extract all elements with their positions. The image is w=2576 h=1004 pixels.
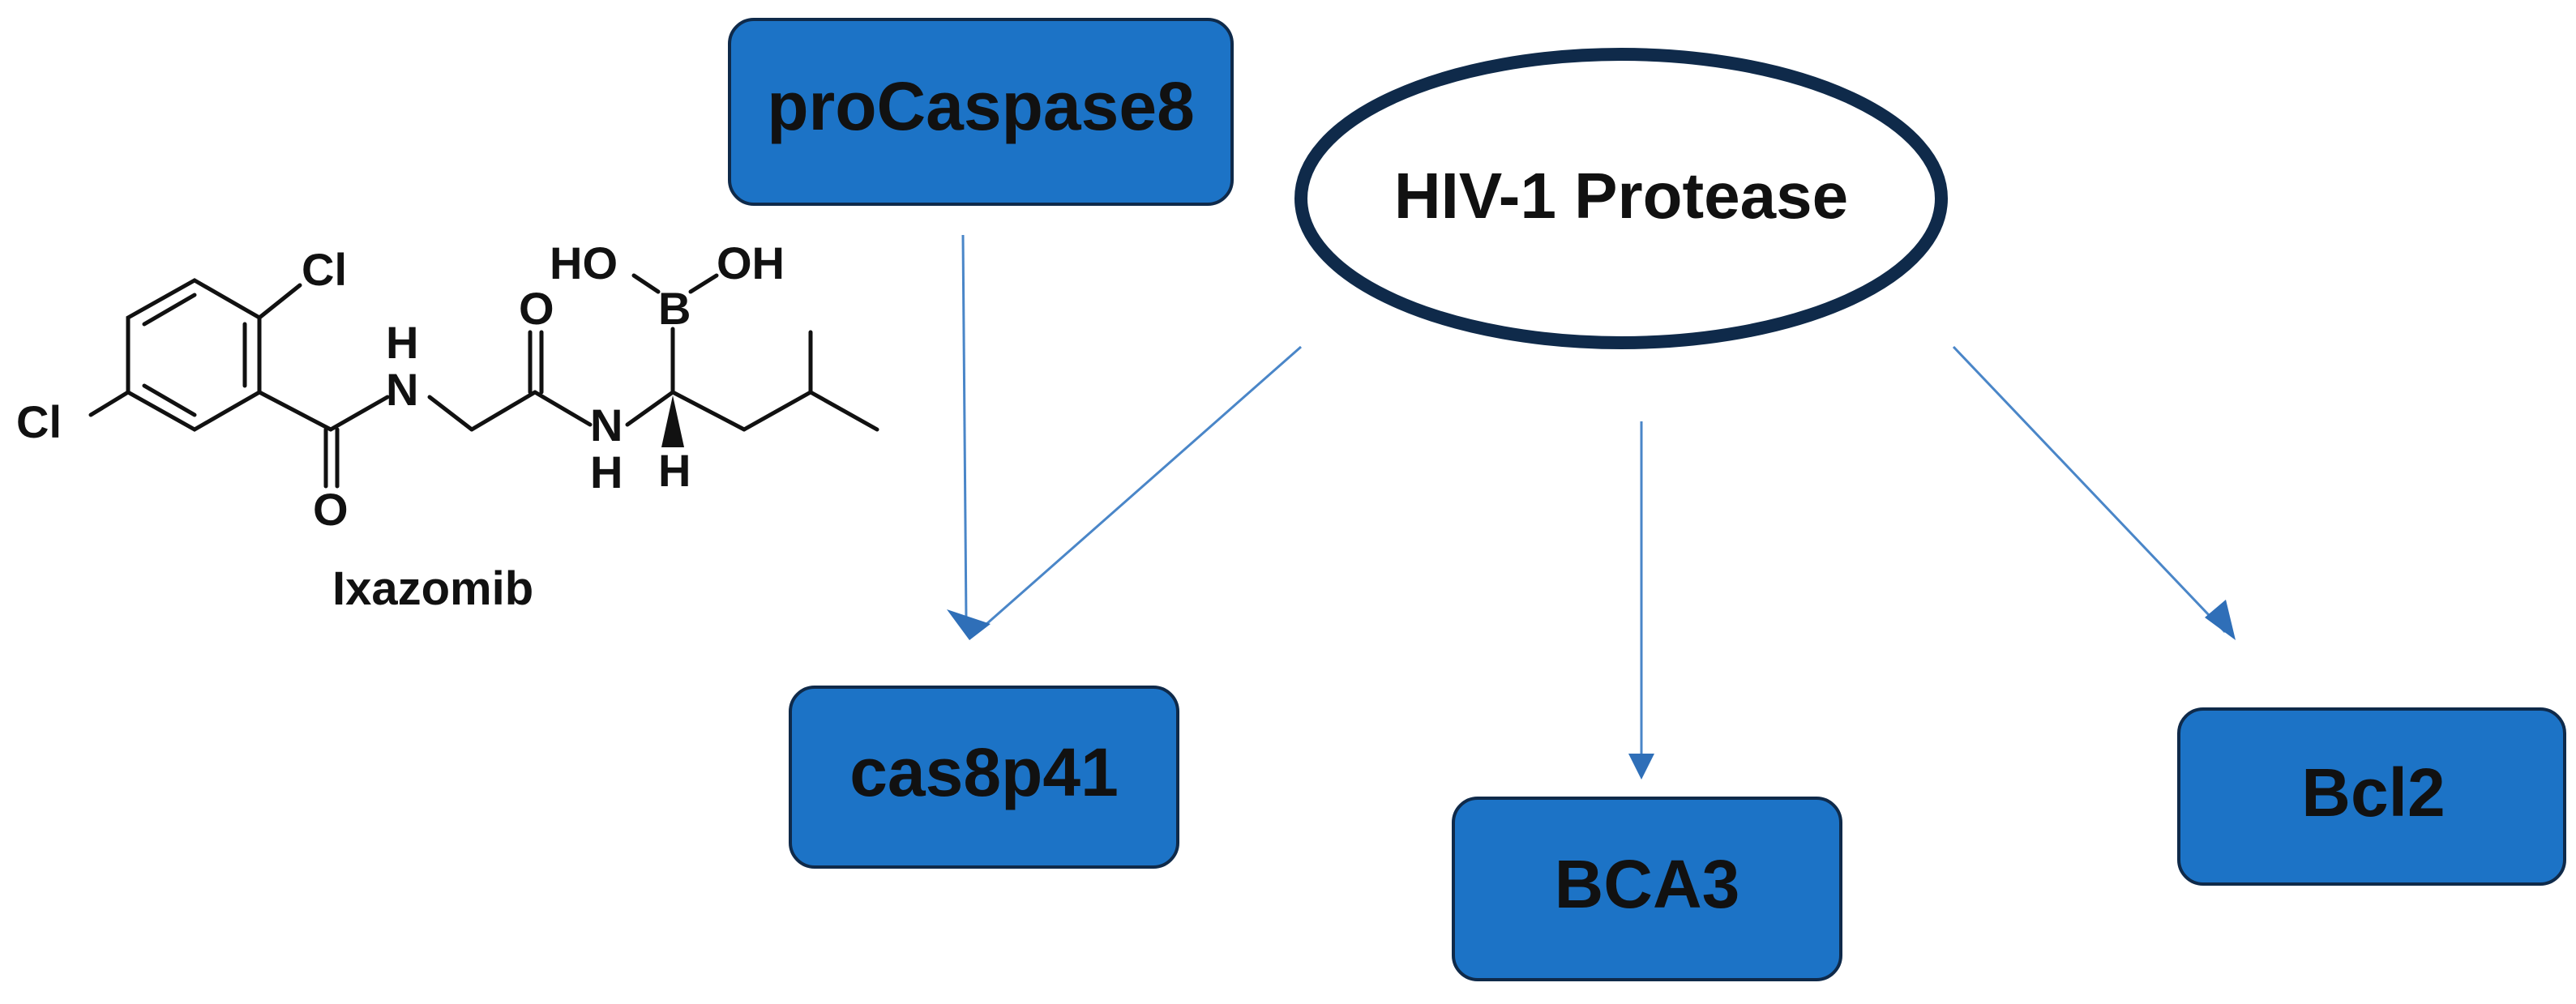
atom-nh2-h: H xyxy=(590,446,623,498)
atom-h-stereo: H xyxy=(658,445,691,496)
hiv-protease-ellipse xyxy=(1294,48,1948,349)
bond-c2-n2 xyxy=(533,390,593,427)
bcl2-label: Bcl2 xyxy=(2301,754,2445,831)
atom-oh: OH xyxy=(717,237,785,288)
atom-cl-left: Cl xyxy=(16,396,62,447)
cas8p41-label: cas8p41 xyxy=(849,734,1119,810)
node-bca3: BCA3 xyxy=(1452,797,1842,981)
arrowheads xyxy=(947,600,2236,780)
hiv-protease-label: HIV-1 Protease xyxy=(1394,160,1848,232)
cas8p41-box xyxy=(789,686,1179,869)
atom-cl-top: Cl xyxy=(302,244,347,295)
bond-cl-top xyxy=(257,283,302,320)
atom-o1: O xyxy=(313,484,349,535)
bca3-box xyxy=(1452,797,1842,981)
bond-b-ho xyxy=(631,273,661,294)
arrowhead-bcl2 xyxy=(2205,600,2236,640)
atom-nh1-h: H xyxy=(386,317,418,368)
node-procaspase8: proCaspase8 xyxy=(728,18,1234,206)
bond-n1-ch2 xyxy=(427,395,474,432)
atom-ho: HO xyxy=(550,237,618,288)
bond-cl-left xyxy=(88,390,131,417)
bond-carbonyl-n1 xyxy=(328,395,390,432)
wedge-bond-h xyxy=(661,395,684,447)
node-hiv-protease: HIV-1 Protease xyxy=(1294,48,1948,349)
node-bcl2: Bcl2 xyxy=(2177,707,2566,886)
aromatic-bond-1 xyxy=(142,293,197,327)
atom-nh2-n: N xyxy=(590,399,623,451)
ixazomib-structure: Cl Cl H N O O N H HO B OH H Ixazomib xyxy=(16,237,879,615)
chemical-bonds xyxy=(88,273,879,489)
bond-chiral-ch2 xyxy=(670,390,747,432)
arrow-hiv-protease-to-cas8p41 xyxy=(978,345,1302,632)
chemical-atoms: Cl Cl H N O O N H HO B OH H xyxy=(16,237,785,535)
bond-n2-chiral xyxy=(625,390,675,427)
atom-b: B xyxy=(658,283,691,334)
node-cas8p41: cas8p41 xyxy=(789,686,1179,869)
bond-ring-carbonyl xyxy=(257,390,333,432)
bond-ch-me2 xyxy=(808,390,879,432)
arrowhead-cas8p41 xyxy=(947,609,991,640)
edges xyxy=(961,234,2227,770)
procaspase8-box xyxy=(728,18,1234,206)
arrowhead-bca3 xyxy=(1628,754,1654,780)
bond-ch2-ch xyxy=(742,390,813,432)
molecule-name: Ixazomib xyxy=(332,562,533,615)
procaspase8-label: proCaspase8 xyxy=(767,68,1195,144)
atom-o2: O xyxy=(519,283,554,334)
atom-nh1-n: N xyxy=(386,364,418,415)
benzene-ring xyxy=(126,278,262,432)
bond-ch2-c2 xyxy=(469,390,537,432)
aromatic-bond-3 xyxy=(142,383,197,417)
bond-b-oh xyxy=(688,273,719,294)
arrow-procaspase8-to-cas8p41 xyxy=(961,234,968,623)
arrow-hiv-protease-to-bcl2 xyxy=(1952,345,2227,634)
bcl2-box xyxy=(2177,707,2566,886)
bca3-label: BCA3 xyxy=(1555,846,1740,922)
